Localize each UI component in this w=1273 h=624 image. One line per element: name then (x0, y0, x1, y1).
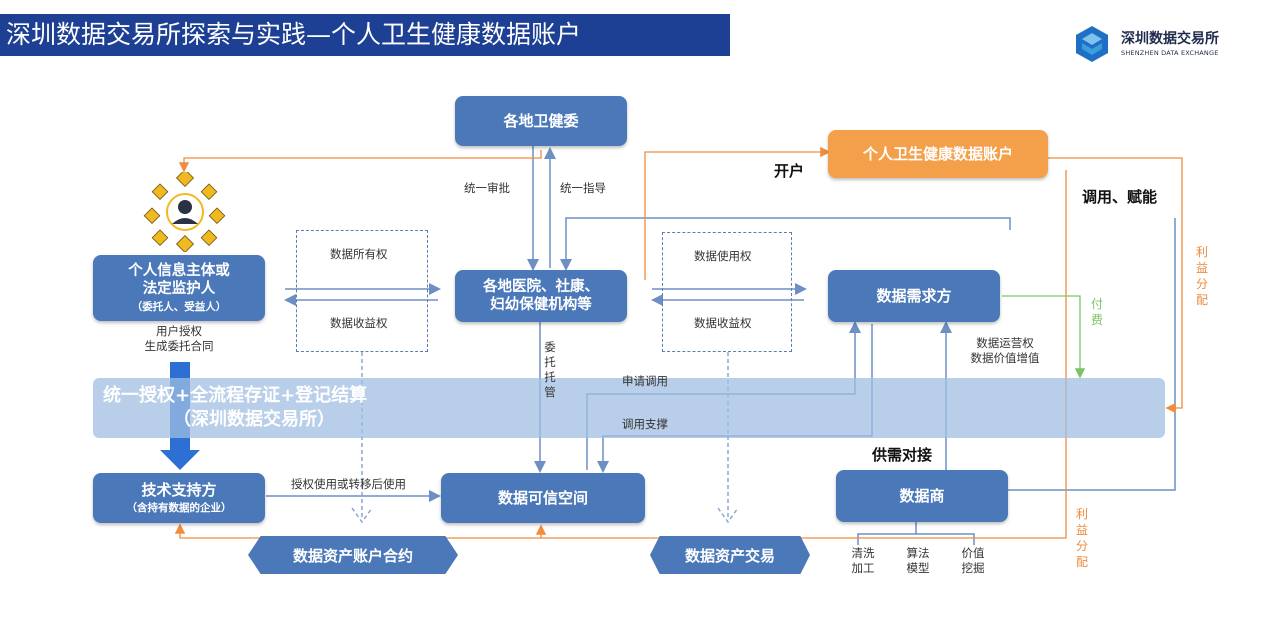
data-broker-box[interactable]: 数据商 (836, 470, 1008, 522)
data-demander-label: 数据需求方 (876, 286, 952, 305)
hospitals-label-2: 妇幼保健机构等 (490, 297, 592, 313)
user-auth-line2: 生成委托合同 (144, 339, 214, 353)
data-subject-label-1: 个人信息主体或 (128, 263, 230, 280)
ops-rights-label: 数据运营权 数据价值增值 (955, 336, 1055, 366)
service-cleaning-line2: 加工 (851, 561, 875, 575)
service-cleaning-line1: 清洗 (851, 546, 875, 560)
entrust-label: 委托托管 (544, 340, 556, 399)
income-right-label: 数据收益权 (694, 316, 752, 330)
platform-band-line1: 统一授权+全流程存证+登记结算 (103, 385, 368, 406)
logo-name: 深圳数据交易所 (1121, 31, 1219, 47)
data-subject-box[interactable]: 个人信息主体或 法定监护人 （委托人、受益人） (93, 255, 265, 321)
ownership-label: 数据所有权 (330, 247, 388, 261)
health-account-label: 个人卫生健康数据账户 (862, 144, 1013, 163)
open-account-label: 开户 (774, 162, 805, 180)
shenzhen-exchange-logo-icon (1076, 26, 1108, 62)
platform-band-text: 统一授权+全流程存证+登记结算 （深圳数据交易所） (103, 384, 367, 432)
health-commission-box[interactable]: 各地卫健委 (455, 96, 627, 146)
usage-rights-box (662, 232, 792, 352)
health-account-box[interactable]: 个人卫生健康数据账户 (828, 130, 1048, 178)
data-demander-box[interactable]: 数据需求方 (828, 270, 1000, 322)
ops-rights-line2: 数据价值增值 (970, 351, 1040, 365)
user-auth-line1: 用户授权 (156, 324, 202, 338)
tech-support-sub: （含持有数据的企业） (126, 501, 232, 514)
tech-support-box[interactable]: 技术支持方 （含持有数据的企业） (93, 473, 265, 523)
profit-right-label: 利益分配 (1195, 245, 1208, 307)
service-algorithm: 算法 模型 (903, 546, 933, 576)
pay-label: 付费 (1090, 297, 1103, 327)
tech-support-label: 技术支持方 (141, 481, 217, 500)
health-commission-label: 各地卫健委 (503, 111, 579, 130)
income-left-label: 数据收益权 (330, 316, 388, 330)
service-value-line1: 价值 (961, 546, 985, 560)
person-data-icon (143, 172, 226, 252)
unified-guide-label: 统一指导 (560, 181, 606, 195)
platform-band-line2: （深圳数据交易所） (173, 409, 335, 430)
page-title: 深圳数据交易所探索与实践—个人卫生健康数据账户 (0, 14, 730, 56)
service-algorithm-line2: 模型 (906, 561, 930, 575)
service-value-mining: 价值 挖掘 (958, 546, 988, 576)
service-value-line2: 挖掘 (961, 561, 985, 575)
hospitals-box[interactable]: 各地医院、社康、 妇幼保健机构等 (455, 270, 627, 322)
service-algorithm-line1: 算法 (906, 546, 930, 560)
supply-demand-label: 供需对接 (872, 446, 933, 464)
hospitals-label-1: 各地医院、社康、 (483, 278, 599, 295)
service-cleaning: 清洗 加工 (848, 546, 878, 576)
logo-subtitle: SHENZHEN DATA EXCHANGE (1121, 49, 1219, 57)
platform-band (93, 378, 1165, 438)
account-contract-hexagon[interactable]: 数据资产账户合约 (248, 536, 458, 574)
ownership-rights-box (296, 230, 428, 352)
user-auth-label: 用户授权 生成委托合同 (134, 324, 224, 354)
data-broker-label: 数据商 (899, 486, 945, 505)
usage-label: 数据使用权 (694, 249, 752, 263)
invoke-empower-label: 调用、赋能 (1082, 188, 1158, 206)
apply-invoke-label: 申请调用 (622, 374, 668, 388)
asset-trade-hexagon[interactable]: 数据资产交易 (650, 536, 810, 574)
ops-rights-line1: 数据运营权 (976, 336, 1034, 350)
invoke-support-label: 调用支撑 (622, 417, 668, 431)
trusted-space-label: 数据可信空间 (497, 488, 588, 507)
data-subject-sub: （委托人、受益人） (131, 300, 227, 313)
profit-bottom-label: 利益分配 (1075, 507, 1088, 569)
unified-review-label: 统一审批 (464, 181, 510, 195)
trusted-space-box[interactable]: 数据可信空间 (441, 473, 645, 523)
data-subject-label-2: 法定监护人 (142, 281, 216, 298)
auth-use-label: 授权使用或转移后使用 (291, 477, 406, 491)
